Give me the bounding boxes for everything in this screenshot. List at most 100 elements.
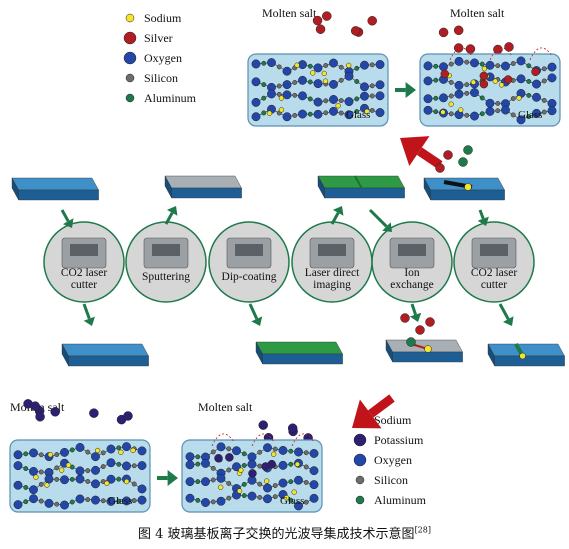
silicon-atom: [307, 96, 313, 102]
silicon-atom: [479, 111, 485, 117]
slab-imaged: [423, 177, 505, 201]
silicon-atom: [38, 452, 44, 458]
oxygen-atom: [313, 79, 323, 89]
oxygen-atom: [106, 496, 116, 506]
sodium-atom: [264, 478, 270, 484]
silicon-atom: [131, 481, 137, 487]
silicon-atom: [307, 111, 313, 117]
silicon-atom: [23, 499, 29, 505]
oxygen-atom: [344, 110, 354, 120]
silicon-atom: [195, 497, 201, 503]
silicon-atom: [100, 464, 106, 470]
oxygen-atom: [29, 448, 38, 458]
oxygen-atom: [329, 79, 338, 89]
oxygen-atom: [247, 459, 257, 469]
oxygen-atom: [282, 90, 292, 100]
silicon-atom: [323, 98, 329, 104]
oxygen-atom: [75, 442, 85, 452]
oxygen-atom: [251, 97, 261, 107]
oxygen-atom: [232, 446, 241, 456]
molten-salt-ions-top-left: [312, 11, 377, 37]
silicon-atom: [261, 60, 267, 66]
silicon-atom: [510, 112, 516, 118]
oxygen-atom: [454, 89, 464, 99]
oxygen-atom: [122, 461, 131, 471]
glass-panel-bottom-left: Glass: [9, 439, 151, 513]
silicon-atom: [226, 446, 232, 452]
sodium-atom: [65, 462, 72, 468]
salt-ion: [312, 15, 323, 26]
legend-marker: [125, 73, 135, 83]
silicon-atom: [100, 498, 106, 504]
salt-ion: [438, 27, 449, 38]
glass-label: Glass: [518, 109, 542, 121]
silicon-atom: [464, 82, 470, 88]
exchanged-ion: [531, 67, 540, 77]
silicon-atom: [23, 466, 29, 471]
sodium-atom: [47, 452, 54, 458]
step-label-line: CO2 laser: [471, 267, 517, 279]
exchanged-ion: [479, 71, 489, 81]
silicon-atom: [38, 481, 44, 487]
silicon-atom: [23, 485, 29, 490]
legend-label-sodium: Sodium: [144, 11, 182, 25]
oxygen-atom: [282, 80, 292, 90]
sodium-atom: [294, 461, 301, 467]
ion-above-slab: [406, 337, 416, 347]
oxygen-atom: [547, 62, 557, 72]
sodium-atom: [335, 103, 341, 109]
green-arrow-bottom: [157, 470, 178, 486]
oxygen-atom: [298, 109, 307, 119]
silicon-atom: [448, 61, 454, 67]
step-label-line: Dip-coating: [222, 271, 277, 283]
silicon-atom: [307, 79, 313, 85]
oxygen-atom: [13, 500, 23, 510]
green-arrow-top: [395, 82, 416, 98]
oxygen-atom: [278, 445, 288, 455]
salt-ion: [315, 24, 326, 34]
silicon-atom: [464, 90, 470, 96]
glass-label: Glass: [108, 495, 132, 507]
salt-ion: [350, 26, 361, 36]
ion-above-slab: [400, 313, 410, 323]
silicon-atom: [38, 498, 44, 504]
silicon-atom: [526, 92, 532, 98]
oxygen-atom: [344, 97, 354, 107]
oxygen-atom: [91, 479, 100, 489]
legend-label-aluminum: Aluminum: [374, 493, 427, 507]
silicon-atom: [526, 63, 532, 69]
legend-label-aluminum: Aluminum: [144, 91, 197, 105]
silicon-atom: [195, 454, 201, 460]
oxygen-atom: [375, 91, 385, 101]
legend-marker: [123, 31, 137, 45]
exchanged-ion: [479, 79, 489, 89]
sodium-atom: [118, 449, 124, 455]
silicon-atom: [338, 64, 344, 70]
silicon-atom: [116, 498, 122, 504]
oxygen-atom: [185, 460, 195, 470]
silicon-atom: [448, 111, 454, 117]
step-label-line: CO2 laser: [61, 267, 107, 279]
silicon-atom: [541, 78, 547, 84]
flow-arrow-8: [477, 209, 489, 226]
silicon-atom: [526, 114, 532, 120]
silicon-atom: [288, 448, 294, 454]
silicon-atom: [354, 96, 360, 102]
oxygen-atom: [439, 62, 448, 72]
sodium-atom: [440, 109, 446, 115]
silicon-atom: [257, 449, 263, 455]
silicon-atom: [210, 477, 216, 483]
oxygen-atom: [329, 106, 338, 116]
exchange-arrow: [489, 47, 513, 61]
process-step-2: Sputtering: [125, 221, 207, 303]
silicon-atom: [116, 476, 122, 482]
sodium-atom: [266, 110, 273, 116]
oxygen-atom: [75, 494, 85, 504]
flow-arrow-7: [409, 303, 422, 322]
legend-marker: [123, 51, 137, 65]
oxygen-atom: [91, 452, 100, 462]
oxygen-atom: [75, 474, 85, 484]
exchange-arrow: [251, 433, 275, 447]
